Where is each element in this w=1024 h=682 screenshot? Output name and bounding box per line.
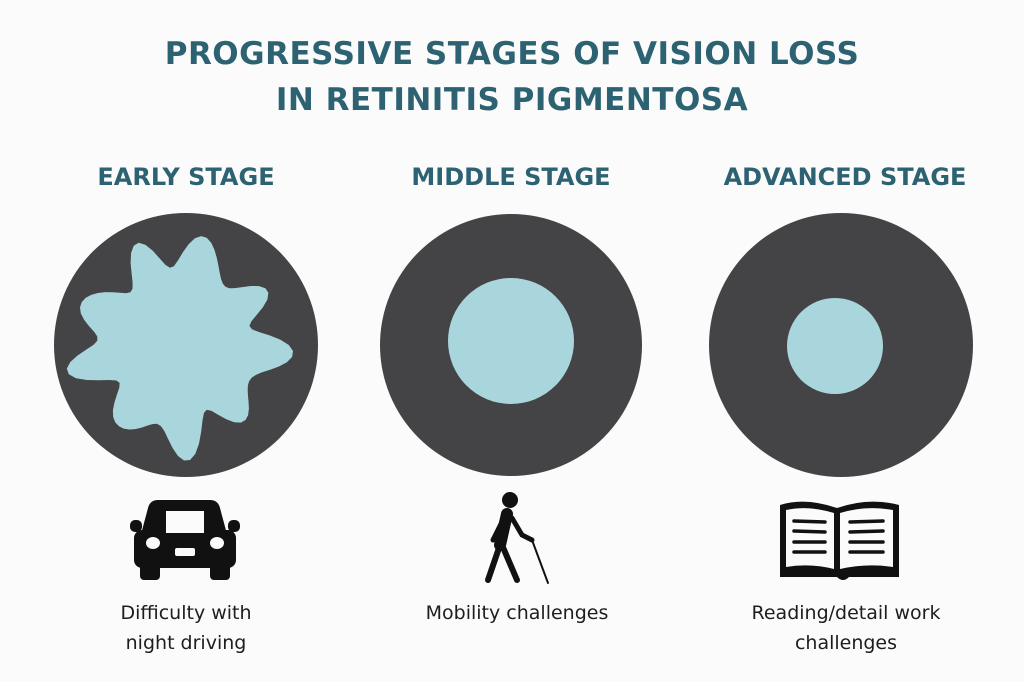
early-stage-remaining-vision-blob xyxy=(66,236,293,461)
caption-advanced-line-1: Reading/detail work xyxy=(751,602,941,624)
stage-label-early: EARLY STAGE xyxy=(97,163,275,191)
caption-middle: Mobility challenges xyxy=(352,598,682,628)
caption-advanced-line-2: challenges xyxy=(794,632,898,654)
caption-early-line-2: night driving xyxy=(125,632,247,654)
car-icon xyxy=(130,500,240,580)
caption-middle-line-1: Mobility challenges xyxy=(425,602,609,624)
caption-advanced: Reading/detail work challenges xyxy=(681,598,1011,658)
caption-early-line-1: Difficulty with xyxy=(120,602,252,624)
open-book-icon xyxy=(780,501,899,580)
caption-early: Difficulty with night driving xyxy=(21,598,351,658)
stage-label-advanced: ADVANCED STAGE xyxy=(723,163,967,191)
title-line-2: IN RETINITIS PIGMENTOSA xyxy=(275,82,749,118)
middle-stage-remaining-vision xyxy=(448,278,574,404)
walking-cane-icon xyxy=(485,492,549,584)
stage-label-middle: MIDDLE STAGE xyxy=(411,163,611,191)
title-line-1: PROGRESSIVE STAGES OF VISION LOSS xyxy=(164,36,860,72)
advanced-stage-remaining-vision xyxy=(787,298,883,394)
